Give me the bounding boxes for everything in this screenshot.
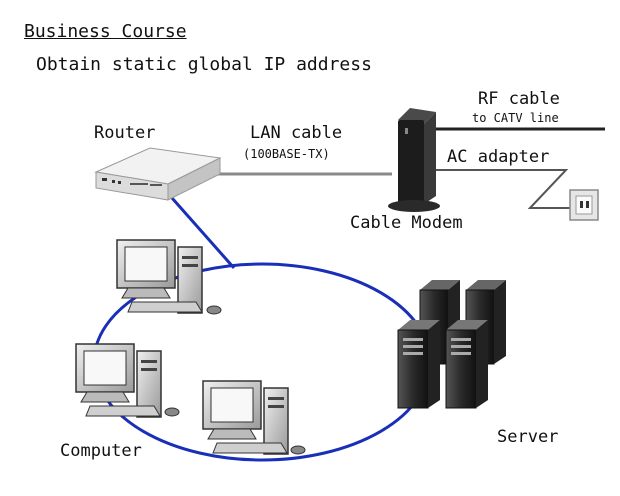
server-cluster-icon (397, 280, 506, 409)
router-icon (94, 147, 222, 201)
page-title: Business Course (24, 21, 187, 42)
computer-2-icon (75, 343, 180, 418)
ac-adapter-line (424, 169, 572, 209)
lan-cable-spec-label: (100BASE-TX) (243, 147, 330, 161)
router-label: Router (94, 123, 156, 143)
wall-outlet-icon (569, 189, 599, 221)
computer-3-icon (202, 380, 306, 455)
lan-cable-label: LAN cable (250, 123, 343, 143)
cable-modem-icon (388, 108, 440, 212)
ac-adapter-label: AC adapter (447, 147, 550, 167)
rf-cable-label: RF cable (478, 89, 560, 109)
computer-label: Computer (60, 441, 142, 461)
cable-modem-label: Cable Modem (350, 213, 463, 233)
rf-cable-note-label: to CATV line (472, 111, 559, 125)
server-label: Server (497, 427, 559, 447)
router-link (170, 197, 236, 269)
computer-1-icon (116, 239, 222, 315)
page-subtitle: Obtain static global IP address (36, 54, 372, 75)
